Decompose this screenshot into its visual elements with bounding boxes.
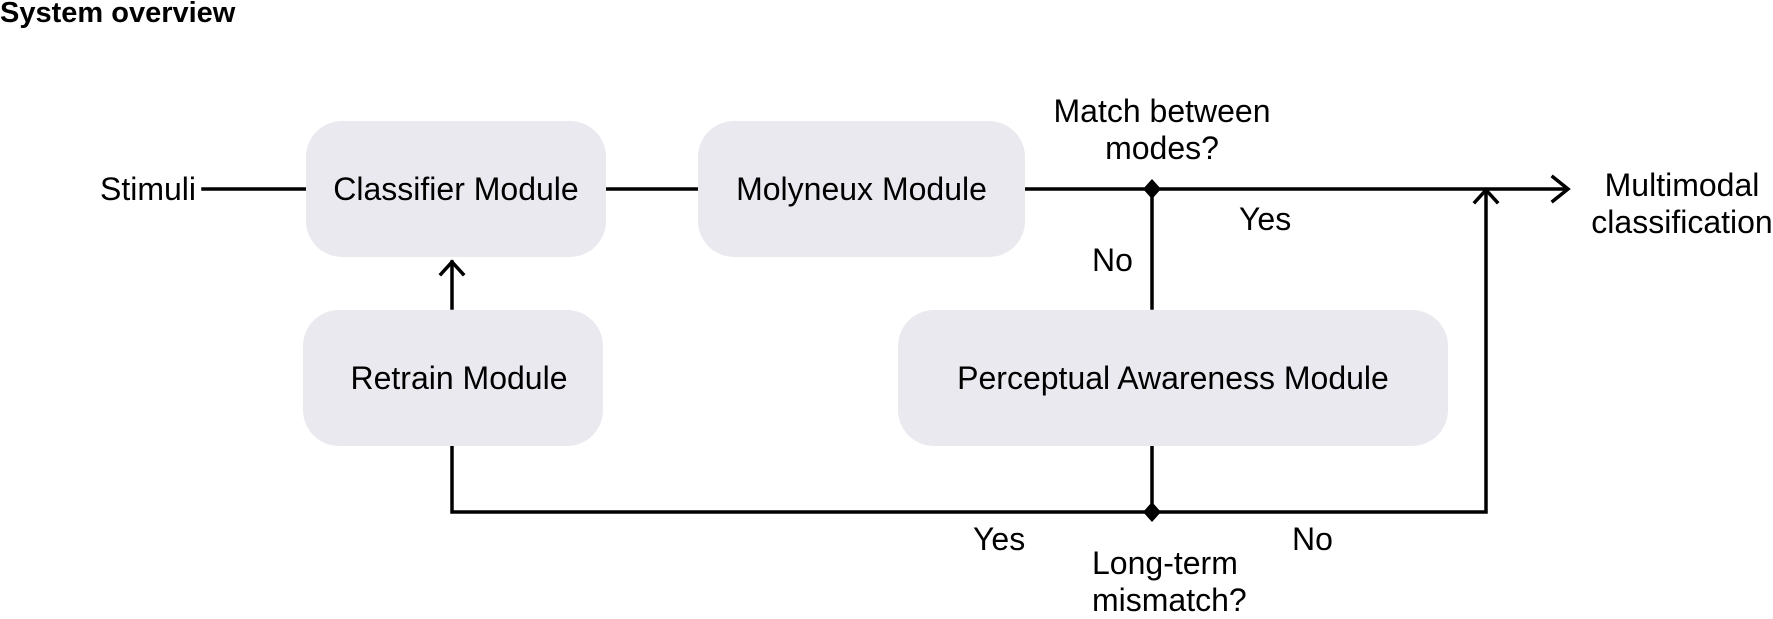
- match-yes-label: Yes: [1239, 201, 1292, 237]
- mismatch-question-line1: Long-term: [1092, 545, 1238, 581]
- diagram-title: System overview: [0, 0, 236, 29]
- decision-mismatch-diamond: [1143, 502, 1161, 522]
- match-question-line2: modes?: [1105, 130, 1219, 166]
- mismatch-no-label: No: [1292, 521, 1333, 557]
- connector-mismatch-no-to-output: [1150, 188, 1488, 514]
- mismatch-yes-label: Yes: [973, 521, 1026, 557]
- arrowhead-output: [1550, 174, 1571, 204]
- match-no-label: No: [1092, 242, 1133, 278]
- output-label: Multimodal classification: [1582, 167, 1773, 241]
- output-label-line2: classification: [1591, 204, 1773, 240]
- perceptual-awareness-module: Perceptual Awareness Module: [898, 310, 1448, 446]
- decision-match-diamond: [1143, 179, 1161, 199]
- stimuli-label: Stimuli: [100, 171, 197, 207]
- match-question-line1: Match between: [1053, 93, 1271, 129]
- connector-mismatch-yes-to-retrain: [450, 444, 1154, 514]
- match-question-label: Match between modes?: [1042, 93, 1282, 167]
- molyneux-module: Molyneux Module: [698, 121, 1025, 257]
- arrowhead-classifier: [438, 259, 466, 277]
- output-label-line1: Multimodal: [1604, 167, 1760, 203]
- retrain-module: Retrain Module: [303, 310, 603, 446]
- mismatch-question-line2: mismatch?: [1092, 582, 1247, 618]
- classifier-module: Classifier Module: [306, 121, 606, 257]
- mismatch-question-label: Long-term mismatch?: [1092, 545, 1247, 619]
- arrowhead-output-merge: [1472, 187, 1500, 205]
